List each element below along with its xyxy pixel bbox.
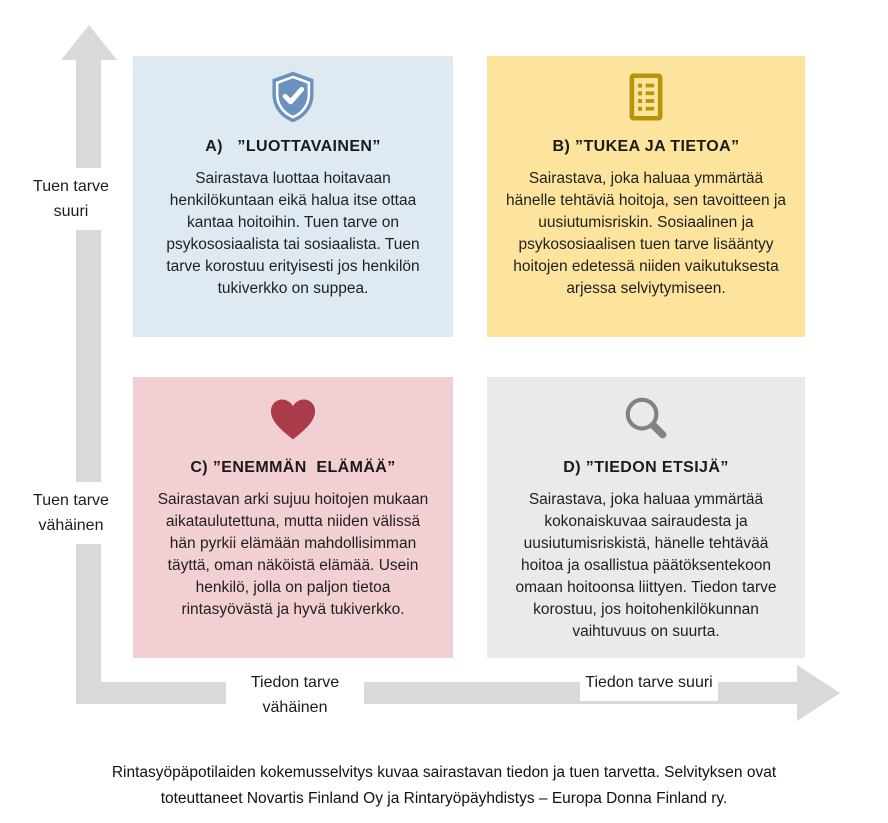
footer-caption: Rintasyöpäpotilaiden kokemusselvitys kuv… xyxy=(111,764,777,807)
y-axis-arrowhead-icon xyxy=(61,25,117,60)
quadrant-d-title: D) ”TIEDON ETSIJÄ” xyxy=(563,459,729,476)
shield-check-icon xyxy=(272,71,314,123)
quadrant-d-icon-wrap xyxy=(505,389,787,447)
quadrant-a-body: Sairastava luottaa hoitavaan henkilökunt… xyxy=(166,170,420,297)
quadrant-d-tiedon-etsija: D) ”TIEDON ETSIJÄ” Sairastava, joka halu… xyxy=(487,377,805,658)
x-axis-arrowhead-icon xyxy=(797,665,840,721)
quadrant-b-icon-wrap xyxy=(505,68,787,126)
heart-icon xyxy=(270,399,316,440)
checklist-icon xyxy=(629,73,663,121)
x-axis-label-right: Tiedon tarve suuri xyxy=(580,664,718,701)
quadrant-a-title: A) ”LUOTTAVAINEN” xyxy=(205,138,381,155)
quadrant-c-title: C) ”ENEMMÄN ELÄMÄÄ” xyxy=(190,459,396,476)
x-axis-label-left: Tiedon tarve vähäinen xyxy=(226,664,364,726)
quadrant-c-body: Sairastavan arki sujuu hoitojen mukaan a… xyxy=(157,491,429,618)
quadrant-d-body: Sairastava, joka haluaa ymmärtää kokonai… xyxy=(515,491,777,640)
quadrant-b-title: B) ”TUKEA JA TIETOA” xyxy=(552,138,740,155)
quadrant-a-luottavainen: A) ”LUOTTAVAINEN” Sairastava luottaa hoi… xyxy=(133,56,453,337)
y-axis-label-bottom: Tuen tarve vähäinen xyxy=(12,482,130,544)
y-axis-label-top: Tuen tarve suuri xyxy=(12,168,130,230)
quadrant-b-tukea-ja-tietoa: B) ”TUKEA JA TIETOA” Sairastava, joka ha… xyxy=(487,56,805,337)
magnifier-icon xyxy=(625,397,667,439)
quadrant-b-body: Sairastava, joka haluaa ymmärtää hänelle… xyxy=(505,170,787,297)
y-axis-arrow-shaft xyxy=(76,56,101,704)
quadrant-c-enemman-elamaa: C) ”ENEMMÄN ELÄMÄÄ” Sairastavan arki suj… xyxy=(133,377,453,658)
quadrant-a-icon-wrap xyxy=(151,68,435,126)
quadrant-c-icon-wrap xyxy=(151,389,435,447)
